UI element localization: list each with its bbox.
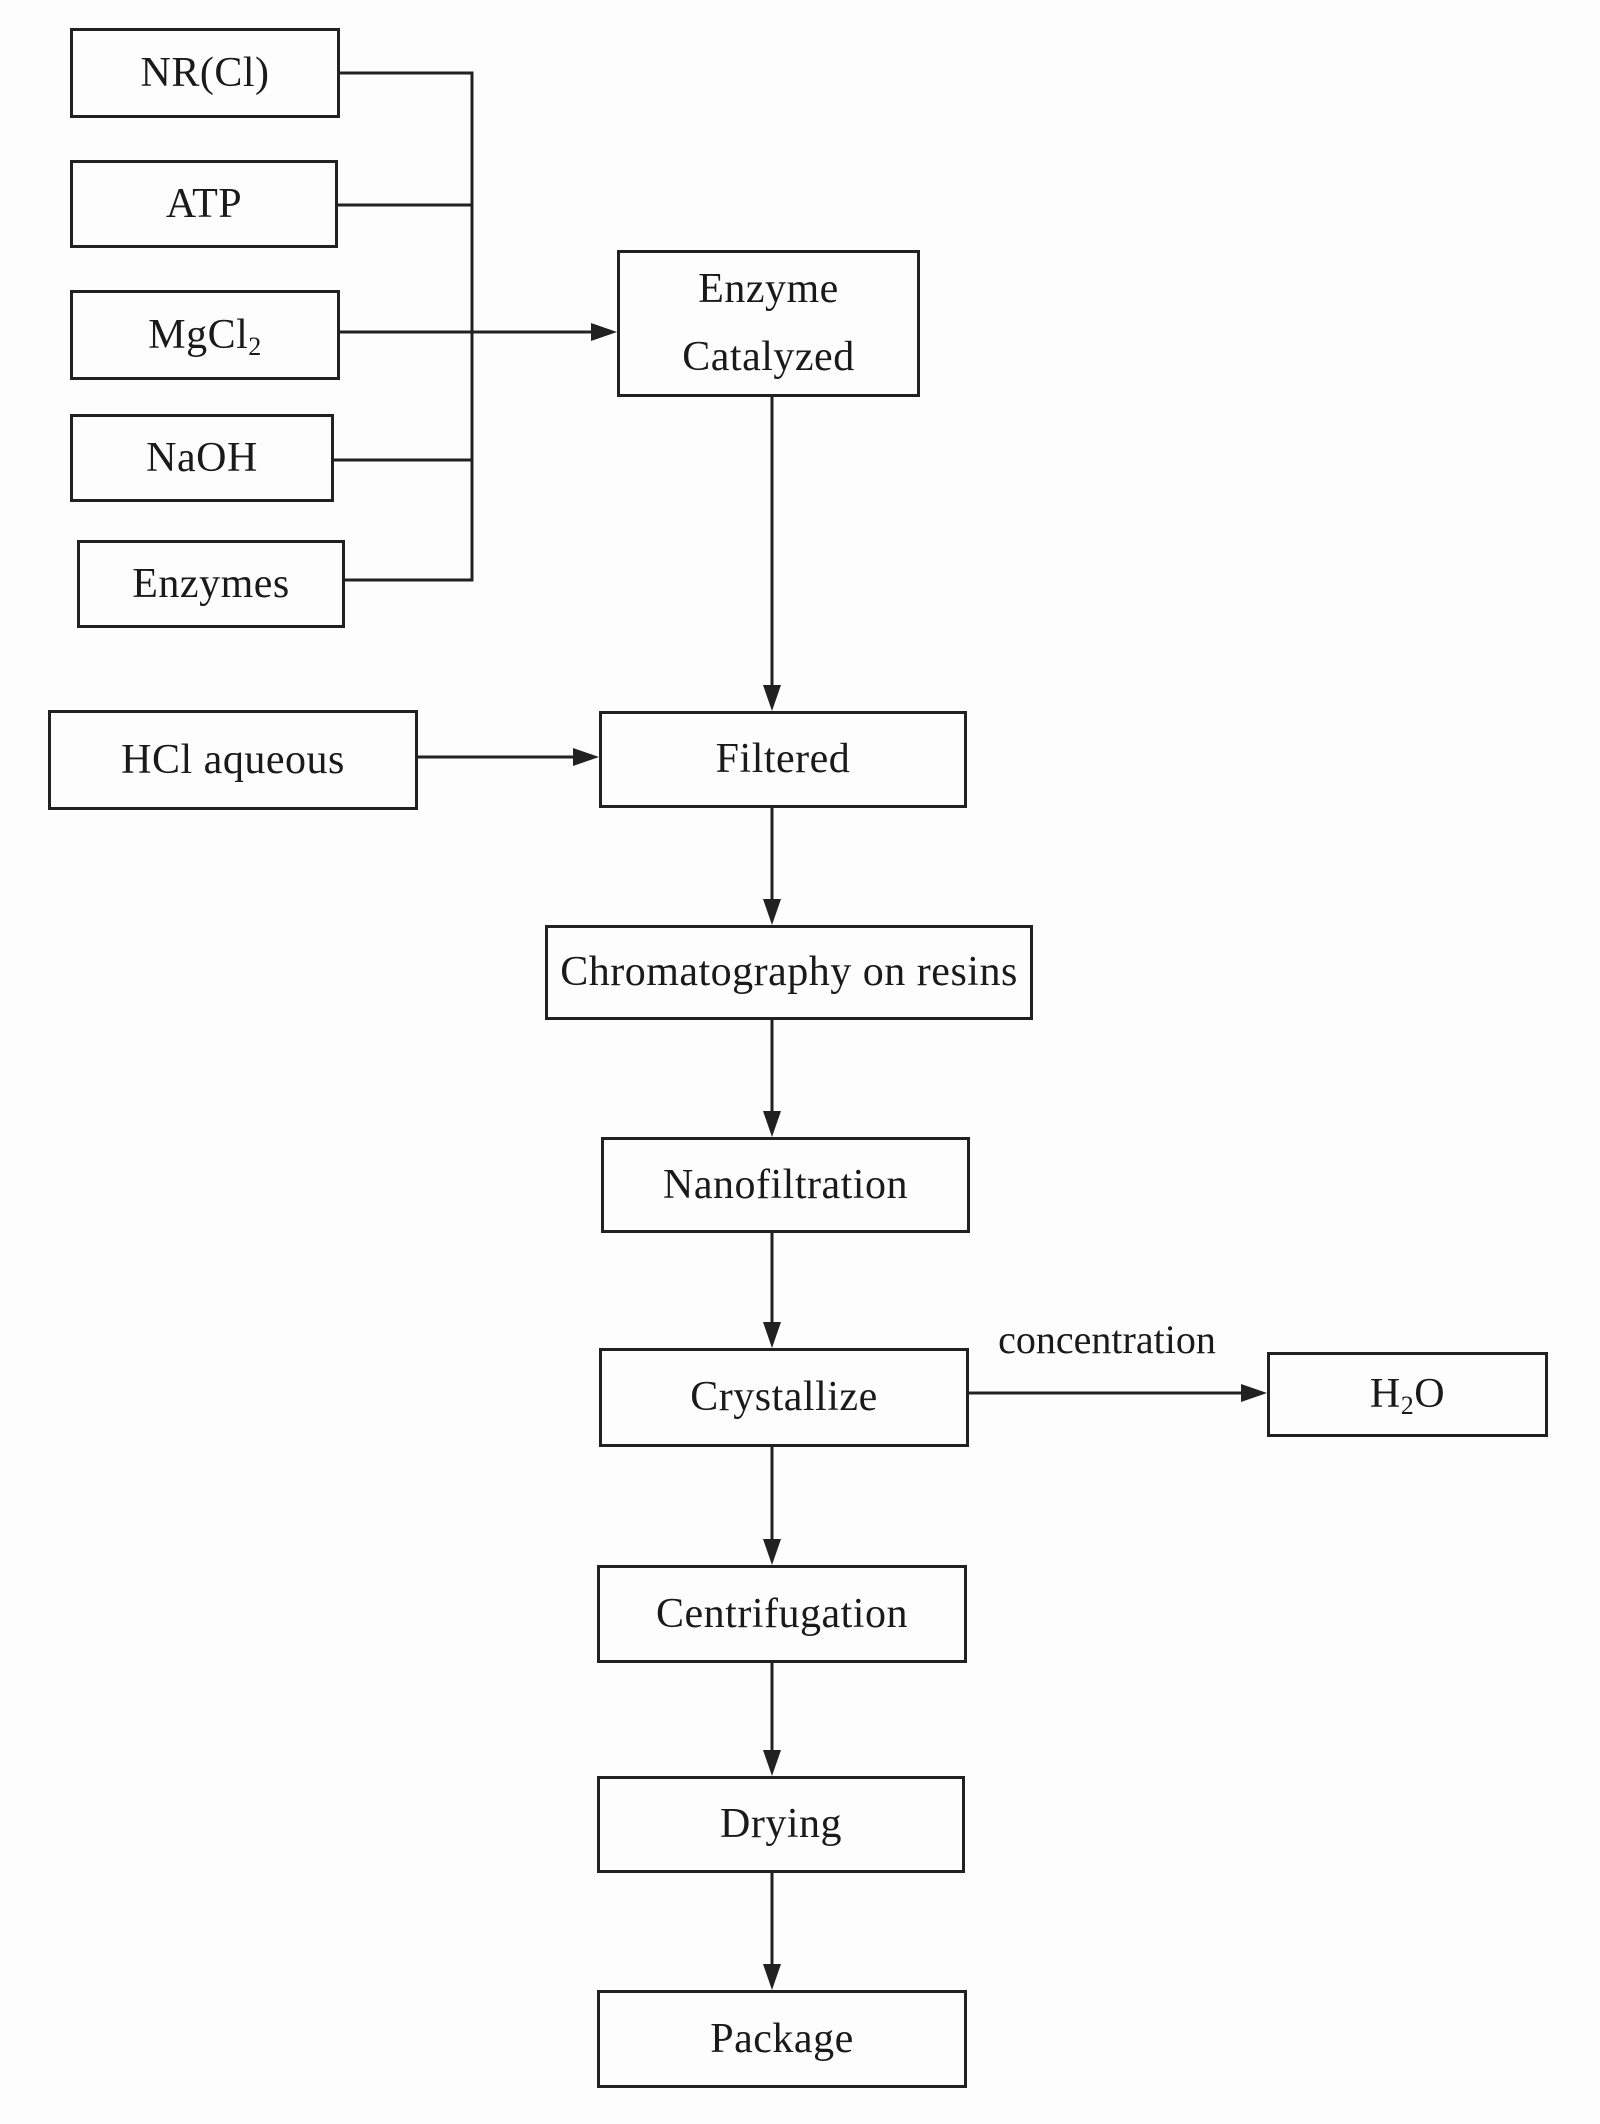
node-enzymes: Enzymes [77, 540, 345, 628]
node-label: NR(Cl) [140, 49, 270, 96]
node-nr-cl: NR(Cl) [70, 28, 340, 118]
node-enzyme-catalyzed: Enzyme Catalyzed [617, 250, 920, 397]
node-nanofiltration: Nanofiltration [601, 1137, 970, 1233]
node-label: Nanofiltration [663, 1161, 908, 1208]
arrowhead-into-crystallize [763, 1322, 781, 1348]
arrowhead-into-enzyme-catalyzed [591, 323, 617, 341]
arrowhead-into-centrifugation [763, 1539, 781, 1565]
node-chromatography: Chromatography on resins [545, 925, 1033, 1020]
node-filtered: Filtered [599, 711, 967, 808]
node-package: Package [597, 1990, 967, 2088]
node-naoh: NaOH [70, 414, 334, 502]
formula-base: H [1369, 1371, 1401, 1418]
node-label: Filtered [715, 736, 851, 783]
formula-base: MgCl [148, 311, 249, 358]
edge-label-concentration: concentration [998, 1317, 1216, 1362]
arrowhead-into-h2o [1241, 1384, 1267, 1402]
node-label: HCl aqueous [121, 736, 345, 783]
node-label: Centrifugation [656, 1590, 908, 1637]
node-label-line2: Catalyzed [682, 333, 855, 380]
node-label: H2O [1370, 1368, 1445, 1421]
node-atp: ATP [70, 160, 338, 248]
node-mgcl2: MgCl2 [70, 290, 340, 380]
node-label: Package [710, 2015, 854, 2062]
arrowhead-into-filtered-left [573, 748, 599, 766]
node-label: Crystallize [690, 1374, 878, 1421]
node-label: Drying [720, 1801, 842, 1848]
formula-tail: O [1414, 1371, 1446, 1418]
node-label: MgCl2 [148, 309, 262, 362]
node-label: Chromatography on resins [560, 949, 1018, 996]
arrowhead-into-chromatography [763, 899, 781, 925]
node-label: ATP [165, 180, 243, 227]
node-label: NaOH [146, 434, 258, 481]
arrowhead-into-nanofiltration [763, 1111, 781, 1137]
arrowhead-into-package [763, 1964, 781, 1990]
node-centrifugation: Centrifugation [597, 1565, 967, 1663]
node-label-line1: Enzyme [698, 266, 839, 313]
formula-subscript: 2 [1400, 1391, 1415, 1421]
node-crystallize: Crystallize [599, 1348, 969, 1447]
node-drying: Drying [597, 1776, 965, 1873]
node-h2o: H2O [1267, 1352, 1548, 1437]
node-label: Enzymes [132, 560, 290, 607]
node-hcl-aqueous: HCl aqueous [48, 710, 418, 810]
arrowhead-into-filtered-top [763, 685, 781, 711]
formula-subscript: 2 [248, 331, 262, 361]
arrowhead-into-drying [763, 1750, 781, 1776]
